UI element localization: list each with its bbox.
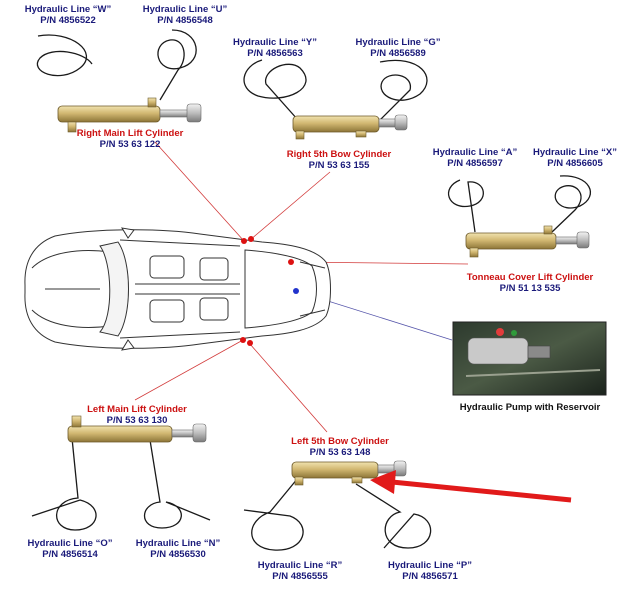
cylinder-left-main xyxy=(67,415,207,443)
seat-rear-left xyxy=(199,297,229,321)
hydraulic-lines xyxy=(31,29,592,551)
attachment-points xyxy=(240,236,299,346)
door-line-top xyxy=(119,239,241,247)
label-line-a: Hydraulic Line “A”P/N 4856597 xyxy=(432,147,518,169)
mirror-top xyxy=(121,227,135,239)
center-console xyxy=(135,283,240,295)
hose-a xyxy=(448,179,484,233)
hose-g xyxy=(379,59,428,121)
hose-r xyxy=(243,477,304,551)
leader-right-main xyxy=(154,141,245,242)
seat-front-right xyxy=(149,255,185,279)
pump-photo xyxy=(452,321,607,396)
hose-o xyxy=(31,437,97,531)
label-line-r: Hydraulic Line “R”P/N 4856555 xyxy=(257,560,343,582)
label-line-o: Hydraulic Line “O”P/N 4856514 xyxy=(27,538,113,560)
seat-rear-right xyxy=(199,257,229,281)
leader-left-5th xyxy=(249,343,328,433)
car-top-view xyxy=(24,227,331,351)
hose-w xyxy=(36,34,93,77)
label-line-y: Hydraulic Line “Y”P/N 4856563 xyxy=(233,37,317,59)
cylinder-right-main xyxy=(57,97,202,133)
label-line-g: Hydraulic Line “G”P/N 4856589 xyxy=(355,37,441,59)
mirror-bottom xyxy=(121,339,135,351)
car-body-outline xyxy=(24,229,331,349)
leader-right-5th xyxy=(249,171,331,241)
windshield xyxy=(99,241,129,337)
hose-n xyxy=(144,439,211,529)
hose-p xyxy=(355,483,432,549)
leader-left-main xyxy=(134,339,244,401)
door-line-bottom xyxy=(119,331,241,339)
cylinder-tonneau xyxy=(465,225,590,258)
cylinder-left-5th xyxy=(291,460,407,486)
seat-front-left xyxy=(149,299,185,323)
label-line-w: Hydraulic Line “W”P/N 4856522 xyxy=(24,4,112,26)
label-line-p: Hydraulic Line “P”P/N 4856571 xyxy=(388,560,472,582)
hose-x xyxy=(551,175,592,233)
hood-lines xyxy=(31,250,111,328)
label-pump: Hydraulic Pump with Reservoir xyxy=(459,402,601,413)
label-line-n: Hydraulic Line “N”P/N 4856530 xyxy=(135,538,221,560)
pointer-arrow xyxy=(370,470,572,503)
cylinder-right-5th xyxy=(292,114,408,140)
trunk-lines xyxy=(299,261,326,317)
roof-well xyxy=(244,249,317,329)
hose-u xyxy=(157,29,197,101)
hose-y xyxy=(243,59,307,121)
label-line-u: Hydraulic Line “U”P/N 4856548 xyxy=(142,4,228,26)
label-line-x: Hydraulic Line “X”P/N 4856605 xyxy=(533,147,617,169)
